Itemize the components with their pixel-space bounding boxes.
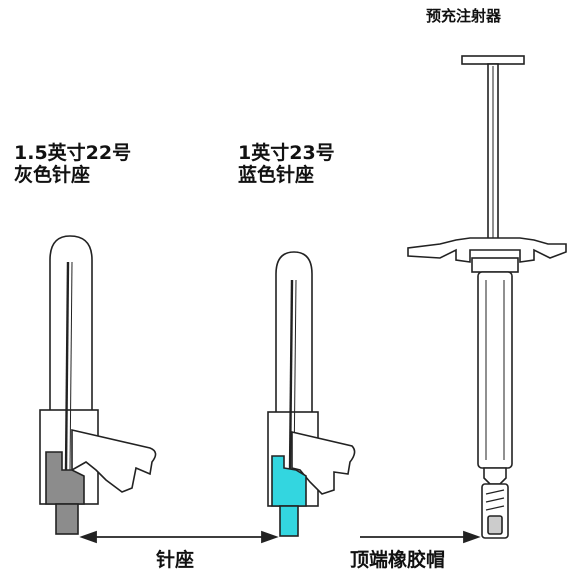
blue-needle-label-line1: 1英寸23号 (238, 142, 335, 164)
grey-needle-label: 1.5英寸22号 灰色针座 (14, 142, 132, 187)
grey-needle-cap (49, 235, 93, 410)
blue-hub (271, 455, 307, 507)
blue-needle-safety-shield (291, 430, 356, 495)
syringe-finger-flange (407, 237, 567, 263)
grey-needle-assembly (39, 235, 157, 535)
blue-needle-label-line2: 蓝色针座 (238, 163, 315, 186)
blue-needle-assembly (267, 251, 356, 537)
syringe-label: 预充注射器 (426, 7, 502, 25)
syringe-collar (471, 257, 519, 273)
grey-needle-label-line2: 灰色针座 (14, 163, 91, 186)
blue-needle-shaft (288, 279, 294, 471)
prefilled-syringe (407, 55, 567, 539)
blue-needle-label: 1英寸23号 蓝色针座 (238, 142, 335, 187)
blue-needle-cap (275, 251, 313, 412)
grey-needle-safety-shield (71, 428, 157, 493)
syringe-barrel (477, 271, 513, 469)
hub-label: 针座 (156, 549, 195, 571)
grey-needle-label-line1: 1.5英寸22号 (14, 142, 132, 164)
rubber-cap-label: 顶端橡胶帽 (350, 549, 446, 571)
grey-hub-connector (55, 503, 79, 535)
syringe-thumb-press (461, 55, 525, 65)
blue-hub-connector (279, 505, 299, 537)
rubber-cap-arrow (360, 530, 481, 544)
grey-needle-shaft (64, 261, 70, 471)
grey-hub (45, 451, 85, 505)
hub-arrow (79, 530, 279, 544)
syringe-tip (483, 467, 507, 485)
